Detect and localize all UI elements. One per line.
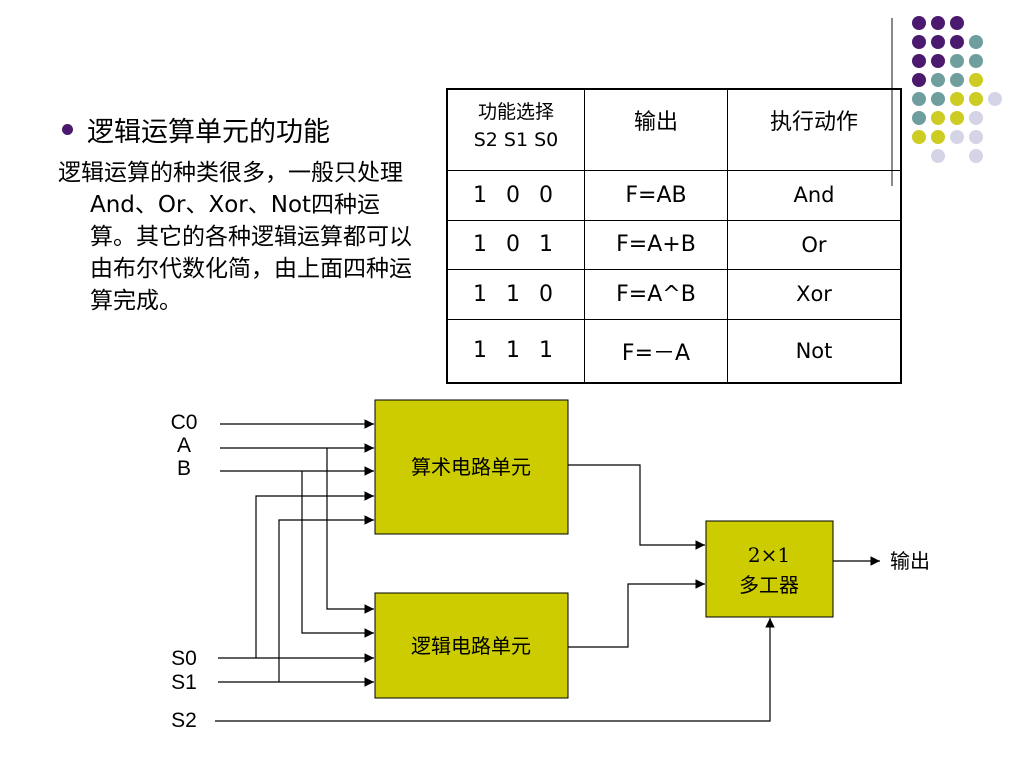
function-table: 功能选择 S2 S1 S0 输出 执行动作 1 0 0 F=AB And 1 0… xyxy=(446,88,902,384)
bullet-dot-icon xyxy=(62,124,73,135)
table-header-row: 功能选择 S2 S1 S0 输出 执行动作 xyxy=(446,88,902,171)
bullet-title: 逻辑运算单元的功能 xyxy=(87,117,330,148)
description-paragraph: 逻辑运算的种类很多，一般只处理And、Or、Xor、Not四种运算。其它的各种逻… xyxy=(58,160,412,314)
row-formula: F=－A xyxy=(584,318,728,384)
table-row: 1 0 1 F=A+B Or xyxy=(446,219,902,271)
header-output-cell: 输出 xyxy=(584,88,728,171)
row-action: And xyxy=(727,170,902,221)
row-action: Or xyxy=(727,219,902,271)
block-diagram: 算术电路单元 逻辑电路单元 2×1 多工器 C0 A B S0 S1 S2 输出 xyxy=(171,399,930,732)
logic-unit-label: 逻辑电路单元 xyxy=(411,634,531,658)
input-label-s0: S0 xyxy=(171,647,197,670)
row-formula: F=AB xyxy=(584,170,728,221)
header-action-label: 执行动作 xyxy=(769,110,858,135)
table-row: 1 1 1 F=－A Not xyxy=(446,318,902,384)
row-action: Xor xyxy=(727,269,902,320)
output-label: 输出 xyxy=(890,549,930,573)
row-code: 1 1 0 xyxy=(446,269,585,320)
signal-wires xyxy=(215,419,880,722)
row-action: Not xyxy=(727,318,902,384)
header-select-label: 功能选择 xyxy=(477,101,554,123)
arithmetic-unit-label: 算术电路单元 xyxy=(411,455,531,479)
row-formula: F=A+B xyxy=(584,219,728,271)
multiplexer-label-line1: 2×1 xyxy=(748,543,790,567)
row-formula: F=A^B xyxy=(584,269,728,320)
input-label-b: B xyxy=(177,457,191,480)
input-label-c0: C0 xyxy=(171,411,198,434)
multiplexer-label-line2: 多工器 xyxy=(739,573,799,597)
header-select-bits: S2 S1 S0 xyxy=(473,129,559,151)
header-action-cell: 执行动作 xyxy=(727,88,902,171)
logic-unit-block xyxy=(374,592,569,699)
table-row: 1 1 0 F=A^B Xor xyxy=(446,269,902,320)
input-label-s1: S1 xyxy=(171,671,197,694)
row-code: 1 0 0 xyxy=(446,170,585,221)
bullet-heading: 逻辑运算单元的功能 xyxy=(58,110,418,149)
header-output-label: 输出 xyxy=(633,110,678,135)
row-code: 1 0 1 xyxy=(446,219,585,271)
multiplexer-block xyxy=(705,520,834,618)
row-code: 1 1 1 xyxy=(446,318,585,384)
dot-grid-dots xyxy=(912,16,1002,163)
header-select-cell: 功能选择 S2 S1 S0 xyxy=(446,88,585,171)
arithmetic-unit-block xyxy=(374,399,569,535)
text-section: 逻辑运算单元的功能 逻辑运算的种类很多，一般只处理And、Or、Xor、Not四… xyxy=(58,110,418,317)
input-label-a: A xyxy=(177,434,191,457)
table-row: 1 0 0 F=AB And xyxy=(446,170,902,221)
decorative-dot-grid xyxy=(912,16,1002,163)
input-label-s2: S2 xyxy=(171,709,197,732)
